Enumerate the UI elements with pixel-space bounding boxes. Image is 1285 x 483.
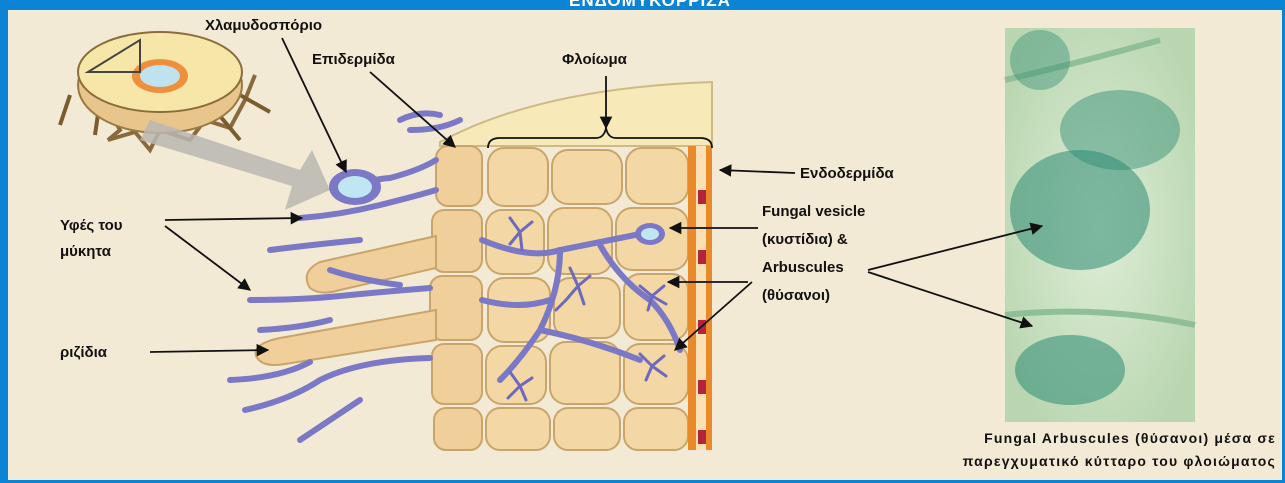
caption-line1: Fungal Arbuscules (θύσανοι) μέσα σε	[984, 430, 1276, 446]
micrograph	[1005, 28, 1195, 422]
caption-line2: παρεγχυματικό κύτταρο του φλοιώματος	[963, 453, 1276, 469]
label-epidermis: Επιδερμίδα	[312, 51, 396, 68]
label-vesicle-line4: (θύσανοι)	[762, 287, 830, 304]
cortex-arc	[440, 82, 712, 146]
label-hyphae-line1: Υφές του	[60, 217, 123, 234]
label-vesicle-line3: Arbuscules	[762, 259, 844, 276]
label-vesicle-line2: (κυστίδια) &	[762, 231, 848, 248]
label-cortex: Φλοίωμα	[562, 51, 628, 68]
label-hyphae-line2: μύκητα	[60, 243, 112, 260]
endodermis-strip	[688, 146, 712, 450]
label-vesicle-line1: Fungal vesicle	[762, 203, 865, 220]
label-root-hairs: ριζίδια	[60, 344, 108, 361]
label-chlamydospore: Χλαμυδοσπόριο	[205, 17, 322, 34]
label-endodermis: Ενδοδερμίδα	[800, 165, 895, 182]
